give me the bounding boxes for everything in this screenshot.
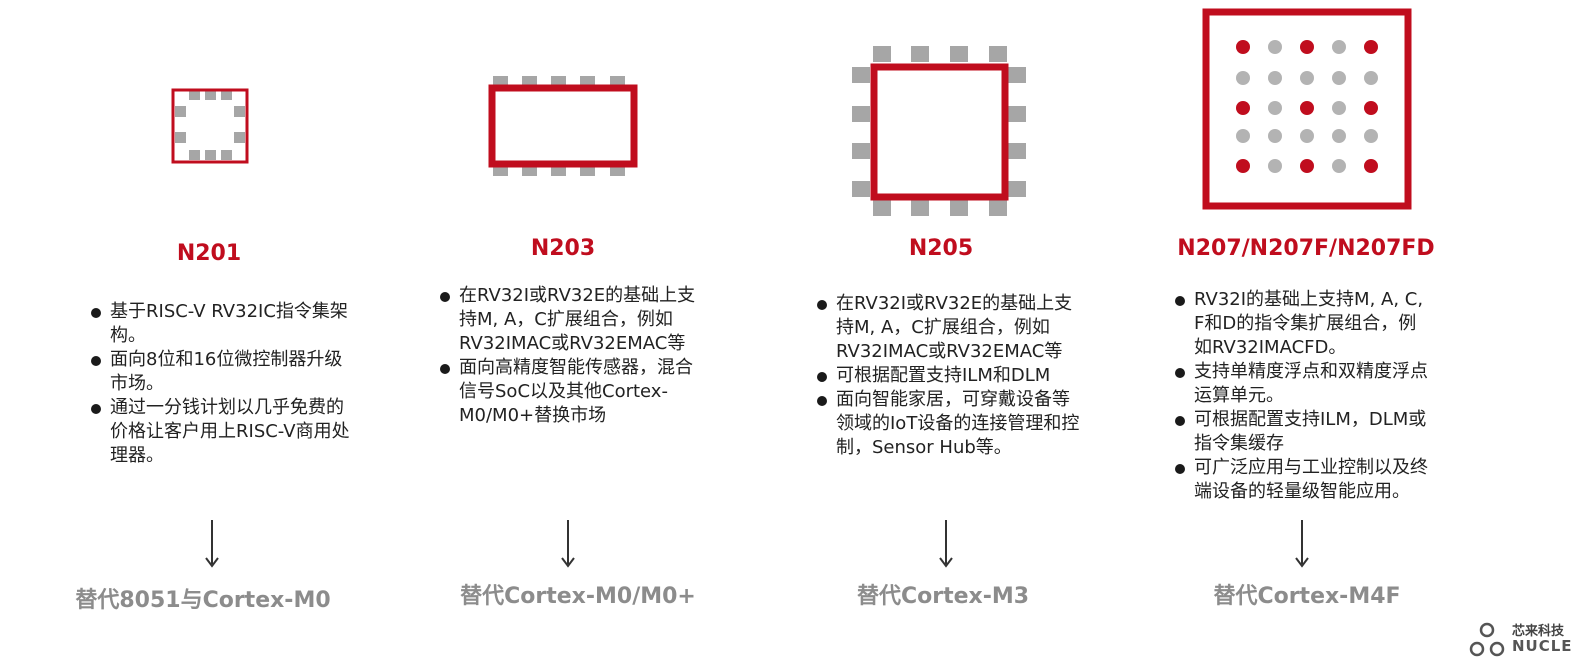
chip-dot [1236, 159, 1250, 173]
n203-chip-icon [488, 76, 638, 176]
chip-dot [1364, 101, 1378, 115]
list-item: 面向8位和16位微控制器升级市场。 [88, 348, 350, 396]
list-item: 面向智能家居，可穿戴设备等领域的IoT设备的连接管理和控制，Sensor Hub… [814, 388, 1082, 460]
nuclei-logo-icon [1469, 622, 1505, 657]
chip-dot [1268, 101, 1282, 115]
list-item: 基于RISC-V RV32IC指令集架构。 [88, 300, 350, 348]
n203-replaces-label: 替代Cortex-M0/M0+ [460, 584, 696, 609]
chip-dot [1300, 159, 1314, 173]
chip-dot [1364, 129, 1378, 143]
chip-dot [1236, 40, 1250, 54]
n207-feature-list: RV32I的基础上支持M, A, C, F和D的指令集扩展组合，例如RV32IM… [1172, 288, 1434, 504]
chip-dot [1332, 71, 1346, 85]
list-item: 通过一分钱计划以几乎免费的价格让客户用上RISC-V商用处理器。 [88, 396, 350, 468]
n205-chip-icon [852, 46, 1026, 216]
logo-cn-text: 芯来科技 [1512, 624, 1565, 639]
n207-chip-icon [1202, 8, 1412, 210]
down-arrow-icon [1295, 520, 1309, 568]
chip-dot [1332, 159, 1346, 173]
chip-dot [1332, 40, 1346, 54]
chip-dot [1236, 71, 1250, 85]
chip-dot [1268, 40, 1282, 54]
chip-dot [1332, 129, 1346, 143]
chip-dot [1236, 129, 1250, 143]
chip-dot [1364, 159, 1378, 173]
n203-feature-list: 在RV32I或RV32E的基础上支持M, A，C扩展组合，例如RV32IMAC或… [437, 284, 699, 428]
chip-dot [1268, 129, 1282, 143]
n205-title: N205 [908, 236, 974, 261]
chip-dot [1268, 71, 1282, 85]
chip-dot [1236, 101, 1250, 115]
list-item: 支持单精度浮点和双精度浮点运算单元。 [1172, 360, 1434, 408]
n203-title: N203 [530, 236, 596, 261]
down-arrow-icon [205, 520, 219, 568]
list-item: RV32I的基础上支持M, A, C, F和D的指令集扩展组合，例如RV32IM… [1172, 288, 1434, 360]
n205-replaces-label: 替代Cortex-M3 [856, 584, 1030, 609]
down-arrow-icon [939, 520, 953, 568]
down-arrow-icon [561, 520, 575, 568]
list-item: 可根据配置支持ILM和DLM [814, 364, 1082, 388]
chip-dot [1332, 101, 1346, 115]
list-item: 在RV32I或RV32E的基础上支持M, A，C扩展组合，例如RV32IMAC或… [437, 284, 699, 356]
chip-dot [1300, 129, 1314, 143]
nuclei-logo: 芯来科技 NUCLEI [1468, 620, 1571, 660]
chip-dot [1364, 71, 1378, 85]
n205-feature-list: 在RV32I或RV32E的基础上支持M, A，C扩展组合，例如RV32IMAC或… [814, 292, 1082, 460]
chip-dot [1364, 40, 1378, 54]
list-item: 在RV32I或RV32E的基础上支持M, A，C扩展组合，例如RV32IMAC或… [814, 292, 1082, 364]
n201-feature-list: 基于RISC-V RV32IC指令集架构。 面向8位和16位微控制器升级市场。 … [88, 300, 350, 468]
list-item: 可根据配置支持ILM，DLM或指令集缓存 [1172, 408, 1434, 456]
n201-title: N201 [176, 241, 242, 266]
n201-chip-icon [171, 88, 249, 164]
chip-dot [1300, 101, 1314, 115]
list-item: 面向高精度智能传感器，混合信号SoC以及其他Cortex-M0/M0+替换市场 [437, 356, 699, 428]
n207-replaces-label: 替代Cortex-M4F [1213, 584, 1401, 609]
n207-title: N207/N207F/N207FD [1177, 236, 1435, 261]
logo-en-text: NUCLEI [1512, 637, 1571, 655]
list-item: 可广泛应用与工业控制以及终端设备的轻量级智能应用。 [1172, 456, 1434, 504]
chip-dot [1300, 71, 1314, 85]
n201-replaces-label: 替代8051与Cortex-M0 [75, 588, 331, 613]
chip-dot [1268, 159, 1282, 173]
chip-dot [1300, 40, 1314, 54]
